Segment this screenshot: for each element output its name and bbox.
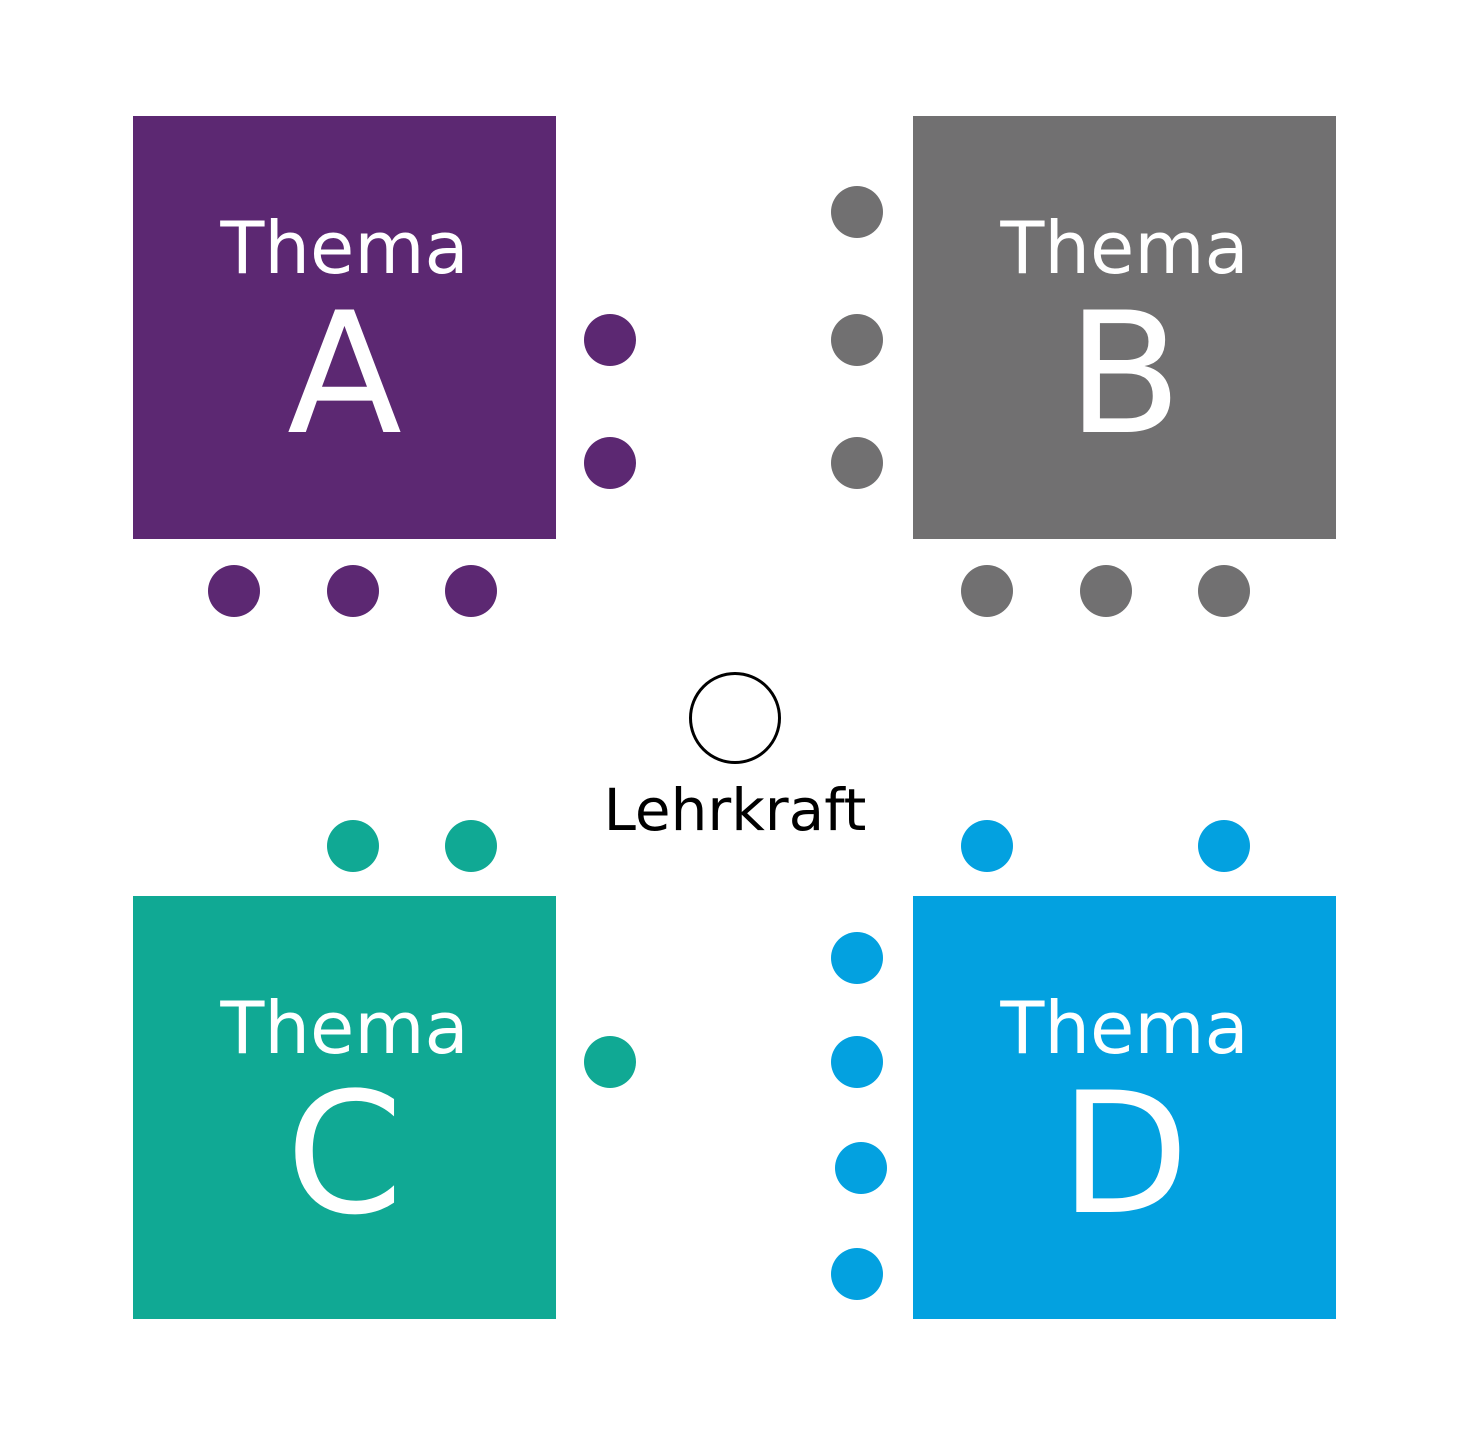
seat-b — [1080, 565, 1132, 617]
table-letter: A — [287, 276, 402, 472]
seat-c — [584, 1036, 636, 1088]
table-word: Thema — [1000, 206, 1249, 290]
seat-c — [445, 820, 497, 872]
seat-a — [208, 565, 260, 617]
table-letter: C — [285, 1056, 404, 1252]
seat-d — [1198, 820, 1250, 872]
seat-b — [831, 186, 883, 238]
table-thema-a: Thema A — [133, 116, 556, 539]
table-thema-c: Thema C — [133, 896, 556, 1319]
seat-d — [831, 932, 883, 984]
seat-b — [831, 314, 883, 366]
table-letter: D — [1059, 1056, 1190, 1252]
seat-d — [831, 1036, 883, 1088]
seat-c — [327, 820, 379, 872]
seat-d — [831, 1248, 883, 1300]
table-letter: B — [1066, 276, 1183, 472]
seat-a — [584, 437, 636, 489]
seat-b — [831, 437, 883, 489]
seat-b — [1198, 565, 1250, 617]
table-word: Thema — [1000, 986, 1249, 1070]
table-word: Thema — [220, 206, 469, 290]
table-thema-b: Thema B — [913, 116, 1336, 539]
seat-b — [961, 565, 1013, 617]
teacher-label: Lehrkraft — [603, 776, 867, 844]
table-word: Thema — [220, 986, 469, 1070]
table-thema-d: Thema D — [913, 896, 1336, 1319]
seat-d — [835, 1142, 887, 1194]
seat-d — [961, 820, 1013, 872]
seat-a — [445, 565, 497, 617]
teacher-seat — [689, 672, 781, 764]
seat-a — [584, 314, 636, 366]
seat-a — [327, 565, 379, 617]
